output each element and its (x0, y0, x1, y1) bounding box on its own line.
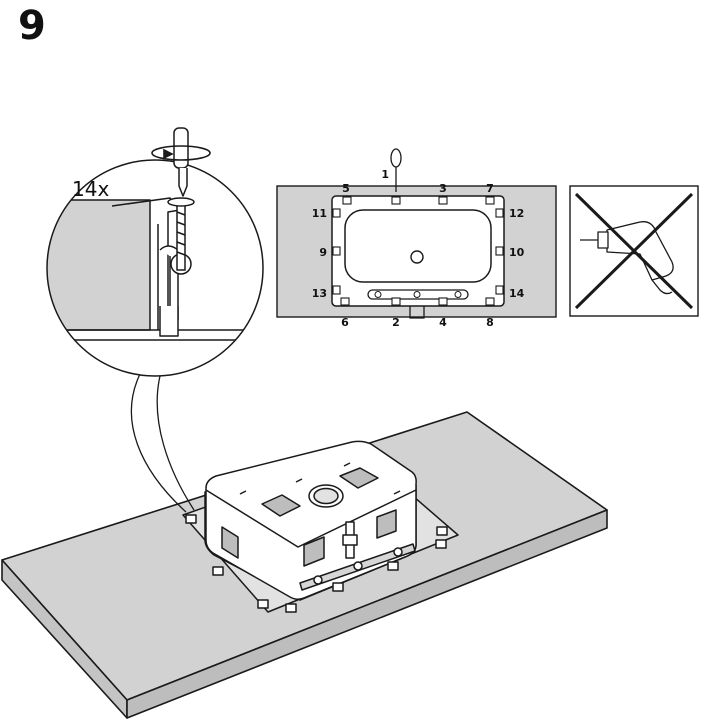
callout-leader (130, 373, 195, 513)
sink-basin (182, 440, 459, 613)
no-power-drill-icon (569, 185, 699, 317)
clip-label-right-1: 10 (509, 246, 525, 259)
clip-label-top-1: 3 (439, 182, 447, 195)
clip-sequence-diagram: 1 5 3 7 11 9 13 12 10 14 6 2 4 8 (276, 148, 557, 329)
detail-magnifier (46, 159, 264, 377)
step-number: 9 (18, 3, 46, 49)
clip-label-bottom-2: 4 (439, 316, 447, 329)
quantity-label: 14x (72, 177, 109, 201)
clip-label-bottom-0: 6 (341, 316, 349, 329)
clip-label-right-0: 12 (509, 207, 524, 220)
screwdriver-icon-small (390, 148, 402, 192)
clip-label-left-0: 11 (312, 207, 327, 220)
rotation-arrow-icon (151, 145, 211, 161)
clip-label-right-2: 14 (509, 287, 525, 300)
screwdriver-icon (173, 127, 189, 197)
clip-label-top-2: 7 (486, 182, 494, 195)
clip-label-top-0: 5 (342, 182, 350, 195)
clip-label-1: 1 (381, 168, 389, 181)
clip-label-left-1: 9 (319, 246, 327, 259)
clip-label-bottom-3: 8 (486, 316, 494, 329)
clip-label-bottom-1: 2 (392, 316, 400, 329)
clip-label-left-2: 13 (312, 287, 327, 300)
